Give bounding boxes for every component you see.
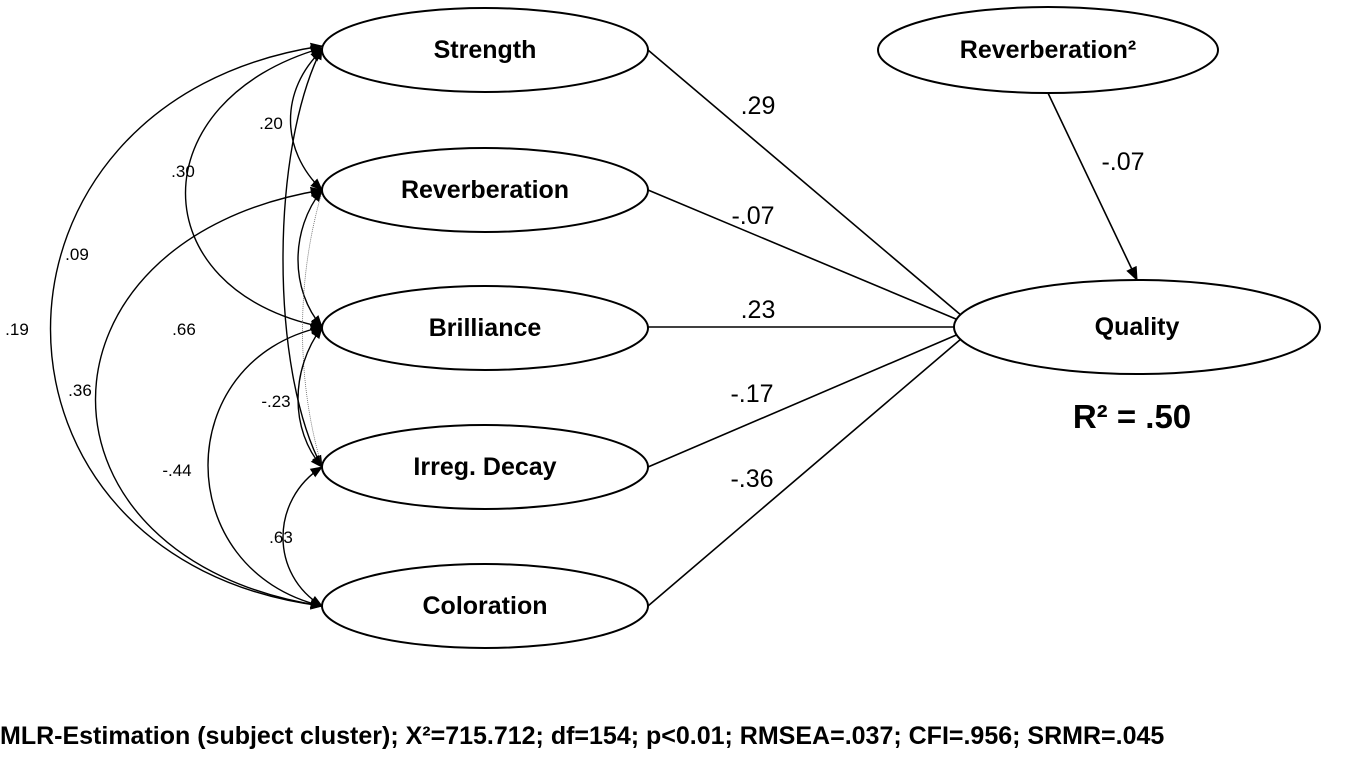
path-irreg-decay-quality xyxy=(647,326,977,468)
node-reverberation-sq-label: Reverberation² xyxy=(960,36,1136,64)
r-squared: R² = .50 xyxy=(1073,398,1191,435)
label-irreg-decay-quality: -.17 xyxy=(730,380,773,408)
cov-label-brilliance-irreg-decay: -.23 xyxy=(261,392,290,411)
node-brilliance: Brilliance xyxy=(321,285,649,371)
cov-reverberation-coloration xyxy=(95,186,324,610)
cov-strength-irreg-decay xyxy=(282,46,323,469)
label-strength-quality: .29 xyxy=(741,92,776,120)
node-coloration-label: Coloration xyxy=(423,592,548,620)
fit-statistics: MLR-Estimation (subject cluster); X²=715… xyxy=(0,722,1165,750)
path-diagram: Strength Reverberation Brilliance Irreg.… xyxy=(5,6,1321,649)
node-quality-label: Quality xyxy=(1095,313,1180,341)
cov-label-reverberation-coloration: .36 xyxy=(68,381,92,400)
cov-strength-coloration xyxy=(50,42,324,610)
node-brilliance-label: Brilliance xyxy=(429,314,542,342)
node-reverberation-label: Reverberation xyxy=(401,176,569,204)
label-reverberation-quality: -.07 xyxy=(731,202,774,230)
cov-label-strength-brilliance: .30 xyxy=(171,162,195,181)
cov-brilliance-irreg-decay xyxy=(297,325,323,468)
path-reverberation-quality xyxy=(647,189,977,328)
node-reverberation-sq: Reverberation² xyxy=(877,6,1219,94)
node-strength: Strength xyxy=(321,7,649,93)
cov-label-strength-coloration: .19 xyxy=(5,320,29,339)
path-reverberation-sq-quality xyxy=(1047,92,1138,282)
node-strength-label: Strength xyxy=(434,36,537,64)
cov-strength-reverberation xyxy=(289,49,323,191)
label-reverberation-sq-quality: -.07 xyxy=(1101,148,1144,176)
cov-label-strength-irreg-decay: .09 xyxy=(65,245,89,264)
cov-label-strength-reverberation: .20 xyxy=(259,114,283,133)
cov-irreg-decay-coloration xyxy=(282,466,324,607)
node-reverberation: Reverberation xyxy=(321,147,649,233)
path-strength-quality xyxy=(647,49,977,328)
cov-brilliance-coloration xyxy=(207,324,324,609)
node-irreg-decay: Irreg. Decay xyxy=(321,424,649,510)
cov-label-brilliance-coloration: -.44 xyxy=(162,461,191,480)
cov-label-reverberation-brilliance: .66 xyxy=(172,320,196,339)
node-quality: Quality xyxy=(953,279,1321,375)
cov-reverberation-brilliance xyxy=(297,189,323,328)
label-coloration-quality: -.36 xyxy=(730,465,773,493)
path-coloration-quality xyxy=(647,326,977,607)
cov-label-irreg-decay-coloration: .63 xyxy=(269,528,293,547)
node-coloration: Coloration xyxy=(321,563,649,649)
node-irreg-decay-label: Irreg. Decay xyxy=(413,453,556,481)
cov-strength-brilliance xyxy=(184,46,324,330)
label-brilliance-quality: .23 xyxy=(741,296,776,324)
